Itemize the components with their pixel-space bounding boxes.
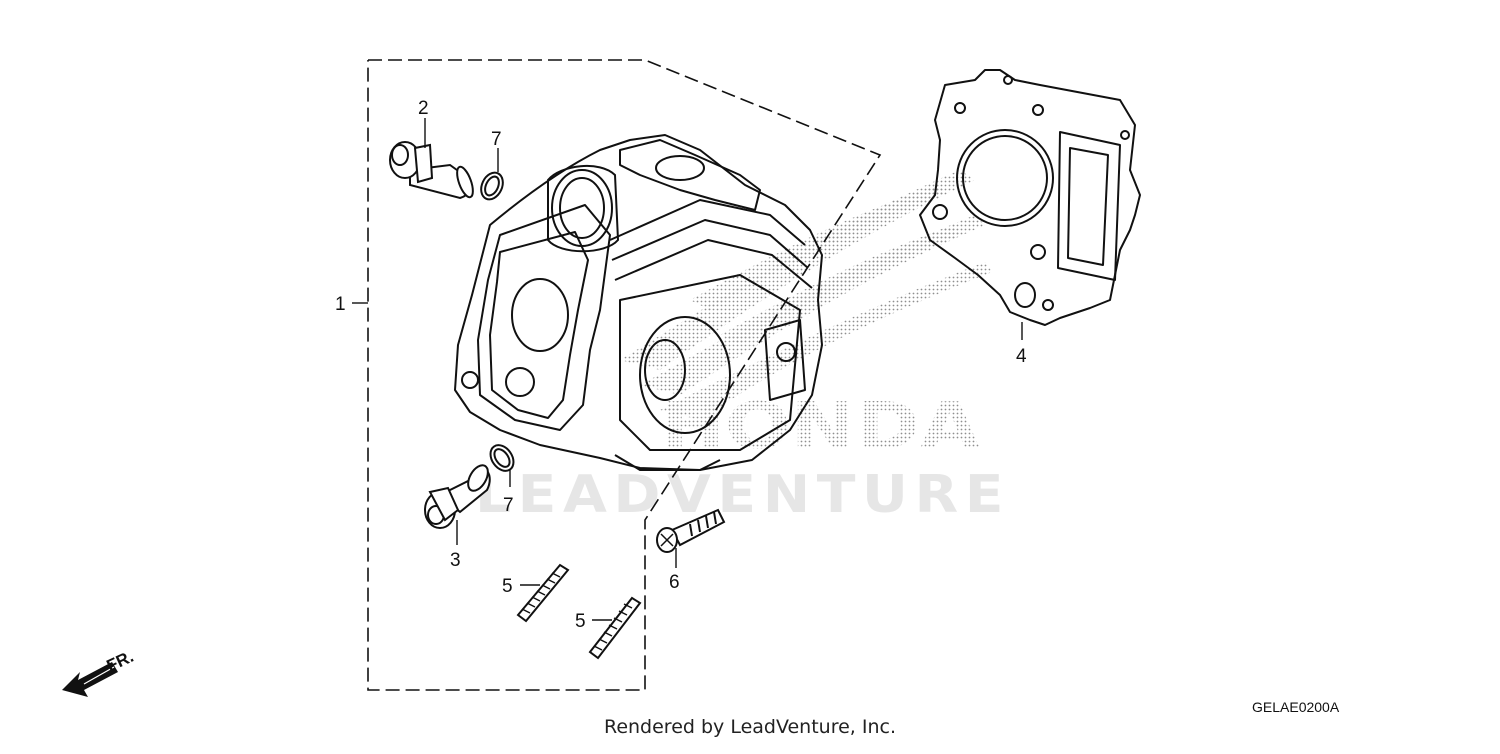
honda-brand-watermark: HONDA xyxy=(660,390,981,464)
assembly-boundary xyxy=(367,59,882,691)
bolt-part-6 xyxy=(656,508,726,553)
leader-lines xyxy=(352,118,1023,621)
callout-7b: 7 xyxy=(503,495,514,516)
callout-2: 2 xyxy=(418,98,429,119)
o-ring-lower xyxy=(489,444,515,472)
callout-5b: 5 xyxy=(575,611,586,632)
head-gasket xyxy=(919,69,1141,326)
diagram-code: GELAE0200A xyxy=(1252,699,1340,715)
callout-6: 6 xyxy=(669,572,680,593)
callout-1: 1 xyxy=(335,294,346,315)
honda-wing-watermark xyxy=(620,170,992,420)
stud-bolt-lower xyxy=(588,596,642,660)
o-ring-upper xyxy=(480,171,504,201)
callout-4: 4 xyxy=(1016,346,1027,367)
fitting-part-2 xyxy=(389,141,474,200)
leadventure-watermark: LEADVENTURE xyxy=(475,465,1010,525)
stud-bolt-upper xyxy=(516,563,570,623)
front-arrow-icon xyxy=(62,662,118,697)
callout-7a: 7 xyxy=(491,129,502,150)
callout-5a: 5 xyxy=(502,576,513,597)
footer-credit: Rendered by LeadVenture, Inc. xyxy=(603,716,897,738)
fitting-part-3 xyxy=(424,464,491,529)
cylinder-head xyxy=(454,134,823,471)
callout-3: 3 xyxy=(450,550,461,571)
